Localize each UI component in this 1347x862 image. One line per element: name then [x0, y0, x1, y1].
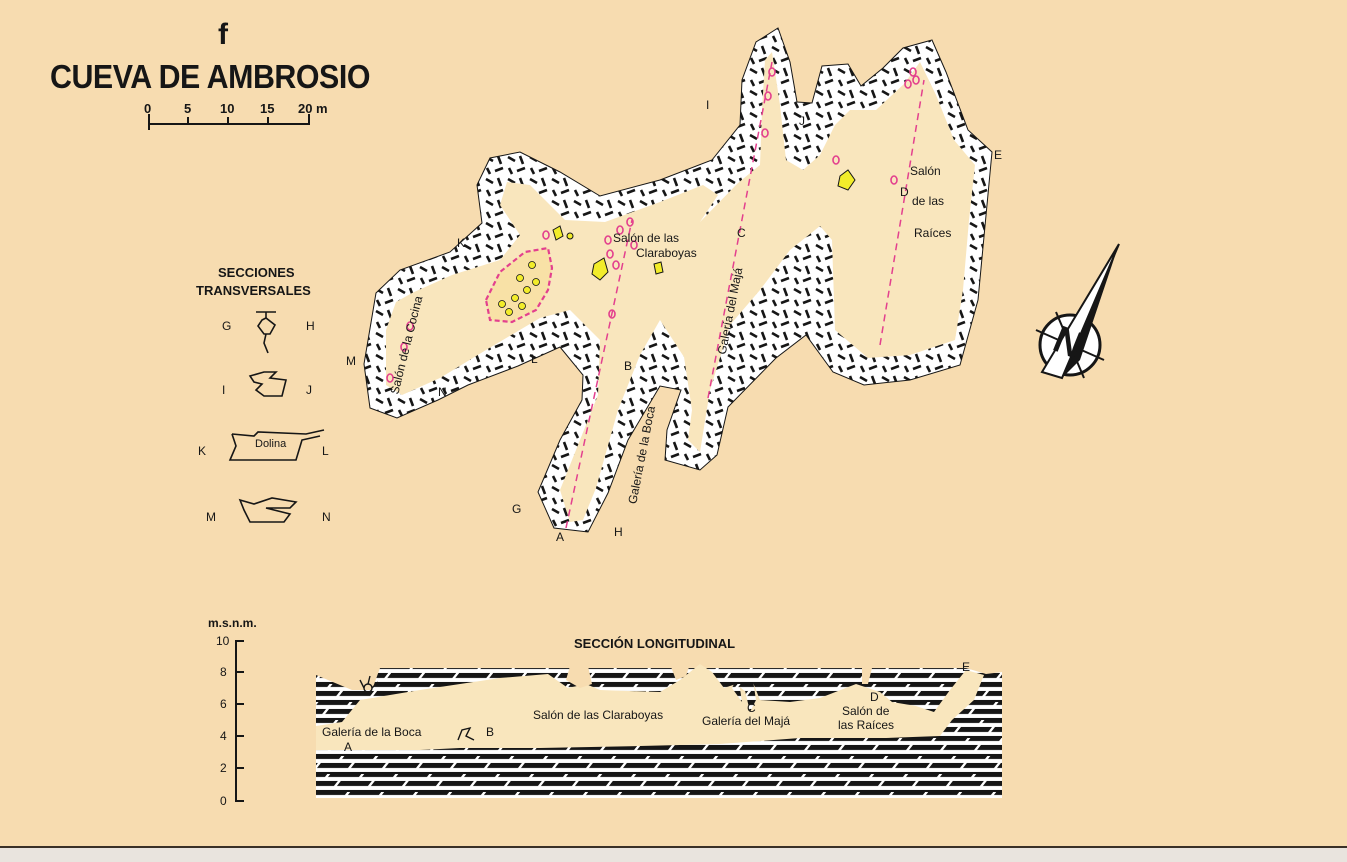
plan-letter-i: I [706, 98, 710, 112]
long-point-e: E [962, 660, 971, 674]
plan-letter-g: G [512, 502, 522, 516]
long-raices-line1: Salón de [842, 704, 890, 718]
scale-unit: m [316, 101, 328, 116]
long-point-a: A [344, 740, 353, 754]
section-l-right: L [322, 444, 329, 458]
long-point-d: D [870, 690, 879, 704]
plan-point-b: B [624, 359, 633, 373]
plan-claraboyas-line2: Claraboyas [636, 246, 697, 260]
scale-tick-20: 20 [298, 101, 313, 116]
scale-tick-5: 5 [184, 101, 192, 116]
sections-heading-line2: TRANSVERSALES [196, 283, 311, 298]
section-m-left: M [206, 510, 216, 524]
bottom-strip [0, 848, 1347, 862]
map-title: CUEVA DE AMBROSIO [50, 58, 370, 95]
elevation-tick-0: 0 [220, 794, 227, 808]
elevation-tick-2: 2 [220, 761, 227, 775]
long-boca: Galería de la Boca [322, 725, 422, 739]
plan-point-d: D [900, 185, 909, 199]
plan-raices-line2: de las [912, 194, 945, 208]
elevation-axis [235, 640, 244, 802]
long-point-b: B [486, 725, 495, 739]
plan-point-c: C [737, 226, 746, 240]
plan-claraboyas-line1: Salón de las [613, 231, 680, 245]
elevation-tick-8: 8 [220, 665, 227, 679]
section-dolina-label: Dolina [255, 438, 287, 450]
plan-blocks [552, 169, 856, 281]
long-raices-line2: las Raíces [838, 718, 895, 732]
plan-letter-l: L [531, 352, 538, 366]
elevation-tick-10: 10 [216, 634, 230, 648]
plan-letter-h: H [614, 525, 623, 539]
section-g-left: G [222, 319, 232, 333]
scale-tick-15: 15 [260, 101, 275, 116]
section-n-right: N [322, 510, 331, 524]
plan-point-e: E [994, 148, 1003, 162]
section-k-left: K [198, 444, 207, 458]
plan-letter-m: M [346, 354, 356, 368]
plan-letter-k: K [457, 236, 466, 250]
plan-axis-lines [565, 61, 925, 529]
plan-dolina [484, 246, 554, 324]
plan-letter-n: N [438, 385, 447, 399]
section-h-right: H [306, 319, 315, 333]
figure-letter: f [218, 18, 228, 51]
plan-raices-line1: Salón [910, 164, 941, 178]
long-claraboyas: Salón de las Claraboyas [533, 708, 664, 722]
cross-section-shapes [228, 311, 325, 523]
elevation-tick-6: 6 [220, 697, 227, 711]
elevation-tick-4: 4 [220, 729, 227, 743]
section-i-left: I [222, 383, 226, 397]
long-maja: Galería del Majá [702, 714, 791, 728]
section-j-right: J [306, 383, 312, 397]
scale-bar [148, 114, 310, 130]
sections-heading-line1: SECCIONES [218, 265, 295, 280]
long-point-c: C [747, 701, 756, 715]
scale-tick-0: 0 [144, 101, 152, 116]
cave-plan-floor [386, 52, 975, 522]
plan-markers [386, 67, 920, 383]
longitudinal-heading: SECCIÓN LONGITUDINAL [574, 636, 736, 651]
plan-letter-j: J [799, 114, 805, 128]
north-arrow-graphic [1035, 243, 1120, 380]
longitudinal-section [316, 664, 1002, 798]
scale-tick-10: 10 [220, 101, 235, 116]
plan-point-a: A [556, 530, 565, 544]
plan-raices-line3: Raíces [914, 226, 952, 240]
elevation-unit: m.s.n.m. [208, 616, 257, 630]
